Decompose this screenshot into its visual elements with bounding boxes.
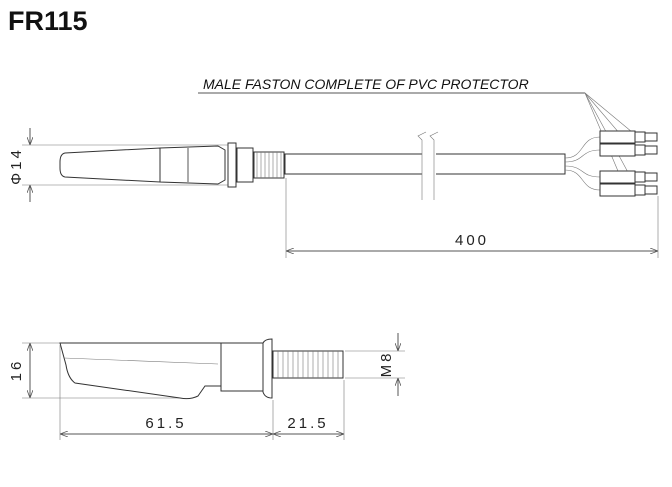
side-view: 16 61.5 21.5 M8 bbox=[8, 333, 405, 440]
cable-length-dimension: 400 bbox=[455, 232, 489, 249]
body-top bbox=[159, 145, 226, 185]
diameter-dimension: Φ14 bbox=[8, 147, 25, 185]
collar bbox=[220, 342, 264, 392]
nut bbox=[236, 147, 254, 183]
body-length-dimension: 61.5 bbox=[145, 415, 186, 432]
body-side bbox=[59, 342, 222, 400]
thread-size-dimension: M8 bbox=[378, 351, 395, 378]
callout-text: MALE FASTON COMPLETE OF PVC PROTECTOR bbox=[203, 76, 529, 92]
faston-connectors bbox=[599, 130, 658, 197]
lens-top bbox=[59, 147, 161, 183]
wires bbox=[564, 136, 601, 191]
break-mark bbox=[417, 131, 439, 200]
height-dimension: 16 bbox=[8, 359, 25, 382]
top-view: Φ14 400 bbox=[8, 128, 659, 258]
washer bbox=[227, 142, 237, 188]
thread-length-dimension: 21.5 bbox=[287, 415, 328, 432]
drawing-title: FR115 bbox=[8, 6, 88, 36]
flange bbox=[262, 338, 273, 399]
